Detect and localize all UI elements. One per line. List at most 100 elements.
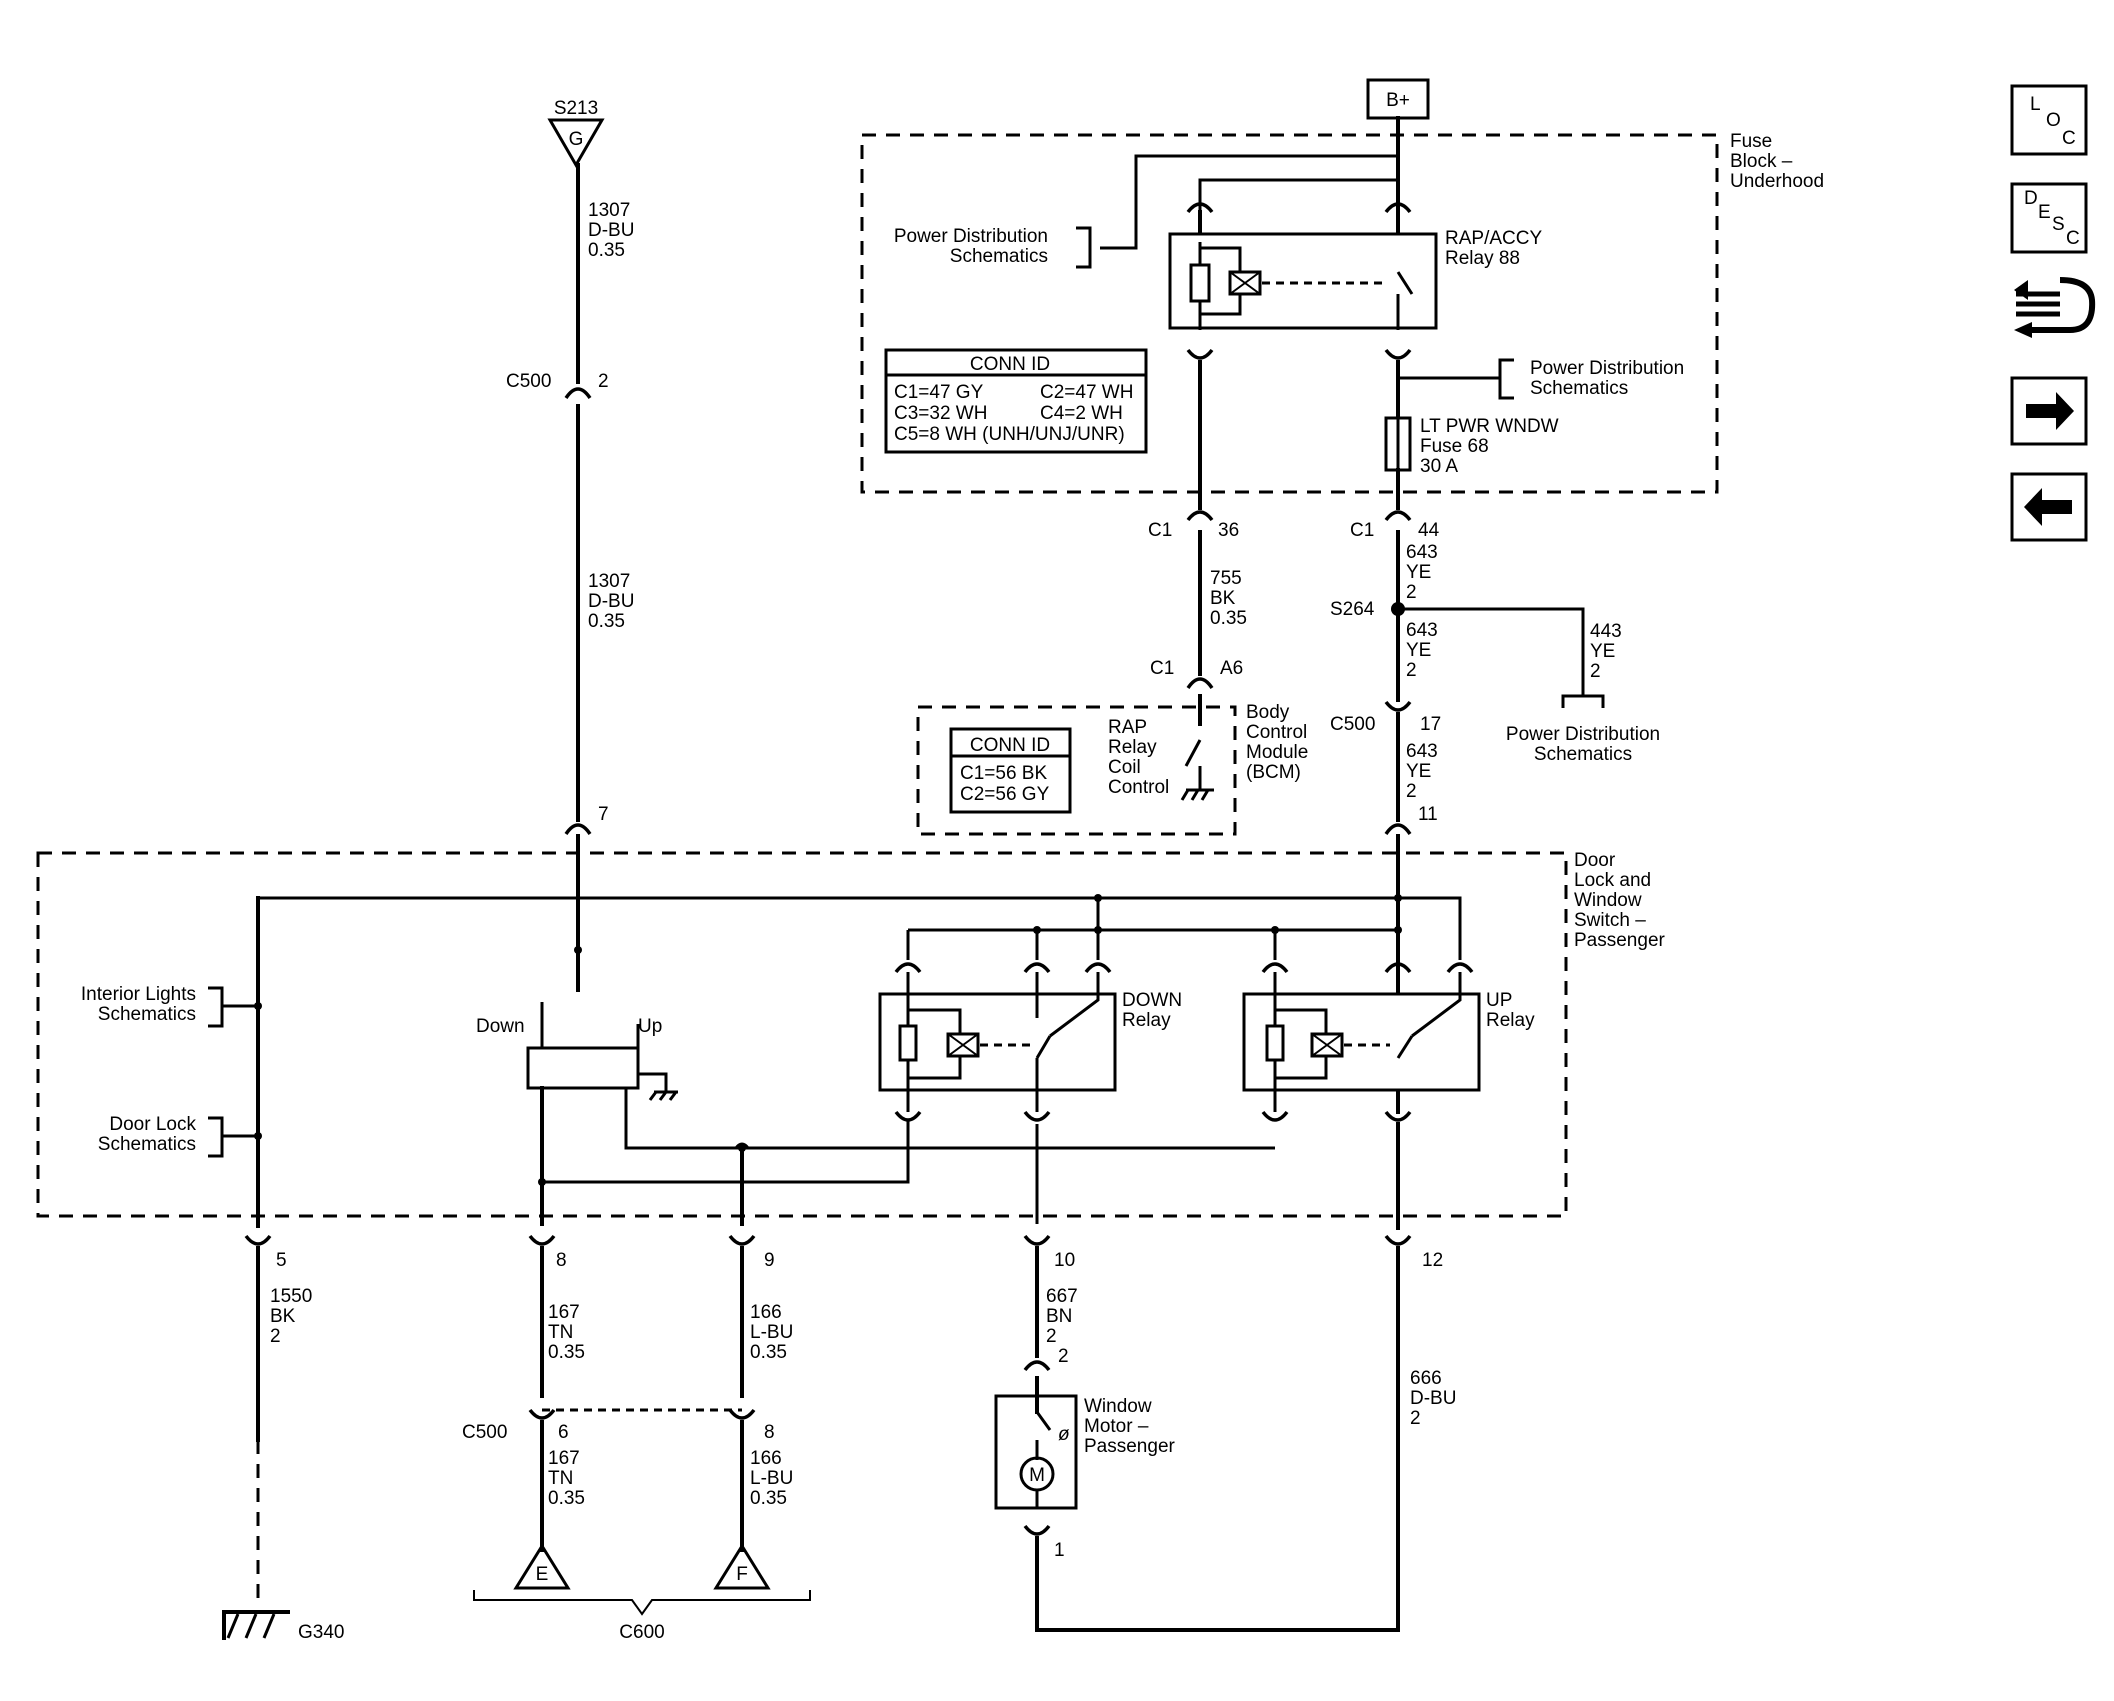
previous-page-button[interactable] bbox=[2010, 472, 2088, 542]
pin-11: 11 bbox=[1418, 804, 1438, 825]
wire-643-b-color: YE bbox=[1406, 640, 1431, 661]
wire-1550-size: 2 bbox=[270, 1326, 281, 1347]
wire-667-size: 2 bbox=[1046, 1326, 1057, 1347]
door-switch-line-4: Switch – bbox=[1574, 910, 1646, 931]
c1-44-label: C1 bbox=[1350, 520, 1374, 541]
splice-s213: S213 G bbox=[547, 98, 605, 168]
pin-12: 12 bbox=[1422, 1250, 1443, 1271]
splice-e: E bbox=[513, 1543, 571, 1590]
conn1-row-1: C1=47 GY bbox=[894, 382, 984, 403]
loc-l: L bbox=[2030, 94, 2041, 115]
motor-line-2: Motor – bbox=[1084, 1416, 1149, 1437]
c500-top-label: C500 bbox=[506, 371, 551, 392]
wire-167-b-id: 167 bbox=[548, 1448, 580, 1469]
wire-166-b-color: L-BU bbox=[750, 1468, 793, 1489]
wire-643-c-color: YE bbox=[1406, 761, 1431, 782]
rap-coil-line-2: Relay bbox=[1108, 737, 1157, 758]
pin-a6: A6 bbox=[1220, 658, 1243, 679]
desc-d: D bbox=[2024, 188, 2038, 209]
loc-o: O bbox=[2046, 110, 2061, 131]
e-letter: E bbox=[536, 1564, 549, 1585]
g-letter: G bbox=[569, 129, 584, 150]
next-page-button[interactable] bbox=[2010, 376, 2088, 446]
loc-button[interactable]: L O C bbox=[2010, 84, 2088, 156]
c1-a6-label: C1 bbox=[1150, 658, 1174, 679]
thermal-symbol: ø bbox=[1058, 1424, 1070, 1445]
wire-443-size: 2 bbox=[1590, 661, 1601, 682]
wire-166-a-color: L-BU bbox=[750, 1322, 793, 1343]
pin-7: 7 bbox=[598, 804, 609, 825]
interior-lights-line-2: Schematics bbox=[98, 1004, 196, 1025]
wire-643-a-size: 2 bbox=[1406, 582, 1417, 603]
motor-pin-2: 2 bbox=[1058, 1346, 1069, 1367]
pin-36: 36 bbox=[1218, 520, 1239, 541]
fuse68-line-2: Fuse 68 bbox=[1420, 436, 1489, 457]
door-lock-line-2: Schematics bbox=[98, 1134, 196, 1155]
wire-643-b-size: 2 bbox=[1406, 660, 1417, 681]
pin-9: 9 bbox=[764, 1250, 775, 1271]
desc-button[interactable]: D E S C bbox=[2010, 182, 2088, 254]
wire-1307-a-size: 0.35 bbox=[588, 240, 625, 261]
wiring-harness-icon[interactable] bbox=[2014, 277, 2096, 338]
fuse68-line-1: LT PWR WNDW bbox=[1420, 416, 1559, 437]
bcm-line-3: Module bbox=[1246, 742, 1308, 763]
wire-1307-b-size: 0.35 bbox=[588, 611, 625, 632]
wire-166-a-size: 0.35 bbox=[750, 1342, 787, 1363]
wire-167-a-size: 0.35 bbox=[548, 1342, 585, 1363]
conn2-row-2: C2=56 GY bbox=[960, 784, 1050, 805]
up-label: Up bbox=[638, 1016, 662, 1037]
wire-643-b-id: 643 bbox=[1406, 620, 1438, 641]
pin-5: 5 bbox=[276, 1250, 287, 1271]
pds2-line-1: Power Distribution bbox=[1530, 358, 1684, 379]
pds2-line-2: Schematics bbox=[1530, 378, 1628, 399]
conn1-row-2: C2=47 WH bbox=[1040, 382, 1133, 403]
door-switch-line-5: Passenger bbox=[1574, 930, 1666, 951]
s213-label: S213 bbox=[554, 98, 598, 119]
c600-label: C600 bbox=[619, 1622, 664, 1643]
conn1-row-3: C3=32 WH bbox=[894, 403, 987, 424]
c500-bottom-label: C500 bbox=[462, 1422, 507, 1443]
pds3-line-1: Power Distribution bbox=[1506, 724, 1660, 745]
motor-line-1: Window bbox=[1084, 1396, 1152, 1417]
wire-667-id: 667 bbox=[1046, 1286, 1078, 1307]
arrow-right-icon bbox=[2026, 392, 2074, 430]
c500-top-pin: 2 bbox=[598, 371, 609, 392]
window-switch bbox=[526, 1046, 640, 1090]
conn-id-table-fuse-block bbox=[884, 348, 1148, 454]
pin-8b: 8 bbox=[764, 1422, 775, 1443]
pds1-line-2: Schematics bbox=[950, 246, 1048, 267]
pds3-line-2: Schematics bbox=[1534, 744, 1632, 765]
door-switch-boundary bbox=[36, 851, 1568, 1218]
fuse68-line-3: 30 A bbox=[1420, 456, 1458, 477]
rap-coil-line-4: Control bbox=[1108, 777, 1169, 798]
wire-166-b-size: 0.35 bbox=[750, 1488, 787, 1509]
bplus-label: B+ bbox=[1386, 90, 1410, 111]
wire-166-b-id: 166 bbox=[750, 1448, 782, 1469]
wire-666-color: D-BU bbox=[1410, 1388, 1456, 1409]
down-relay-line-1: DOWN bbox=[1122, 990, 1182, 1011]
fuse-block-line-1: Fuse bbox=[1730, 131, 1772, 152]
pin-8: 8 bbox=[556, 1250, 567, 1271]
fuse-block-line-2: Block – bbox=[1730, 151, 1793, 172]
bcm-line-1: Body bbox=[1246, 702, 1290, 723]
wire-167-a-id: 167 bbox=[548, 1302, 580, 1323]
bcm-line-4: (BCM) bbox=[1246, 762, 1301, 783]
wire-643-c-size: 2 bbox=[1406, 781, 1417, 802]
motor-line-3: Passenger bbox=[1084, 1436, 1176, 1457]
arrow-left-icon bbox=[2024, 488, 2072, 526]
door-lock-line-1: Door Lock bbox=[109, 1114, 196, 1135]
rap-relay-line-1: RAP/ACCY bbox=[1445, 228, 1542, 249]
pin-6: 6 bbox=[558, 1422, 569, 1443]
wire-755-size: 0.35 bbox=[1210, 608, 1247, 629]
conn1-title: CONN ID bbox=[970, 354, 1050, 375]
wire-667-color: BN bbox=[1046, 1306, 1072, 1327]
fuse-block-line-3: Underhood bbox=[1730, 171, 1824, 192]
rap-coil-line-1: RAP bbox=[1108, 717, 1147, 738]
conn1-row-4: C4=2 WH bbox=[1040, 403, 1123, 424]
desc-e: E bbox=[2038, 202, 2051, 223]
conn1-row-5: C5=8 WH (UNH/UNJ/UNR) bbox=[894, 424, 1125, 445]
wire-166-a-id: 166 bbox=[750, 1302, 782, 1323]
down-label: Down bbox=[476, 1016, 525, 1037]
up-relay-line-1: UP bbox=[1486, 990, 1512, 1011]
motor-m: M bbox=[1029, 1465, 1045, 1486]
